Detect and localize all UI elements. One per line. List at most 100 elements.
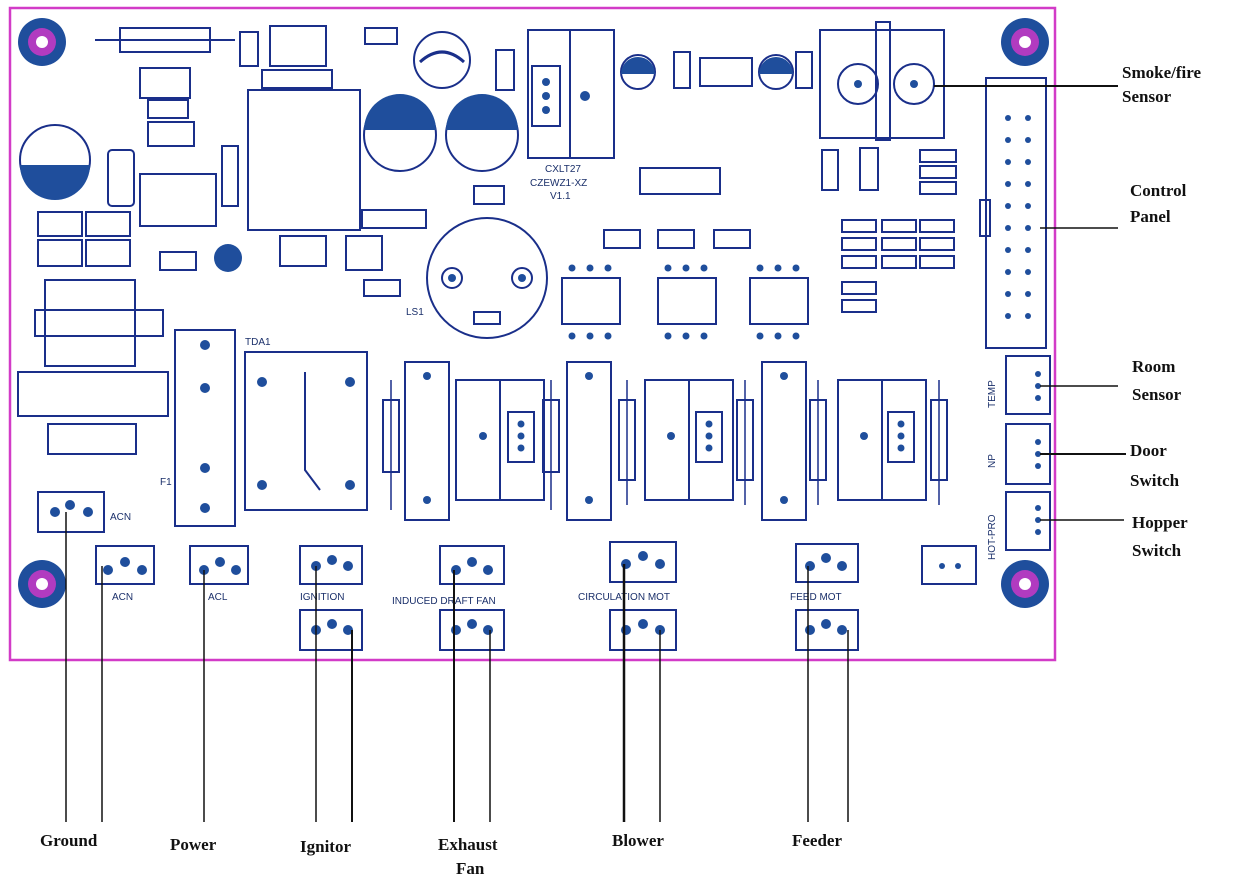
label-room-sensor-line1: Room <box>1132 357 1175 376</box>
component-c9 <box>495 49 515 91</box>
header-pins <box>1005 115 1031 319</box>
component-c10 <box>345 235 383 271</box>
component-r9 <box>364 27 398 45</box>
component-rp <box>363 279 401 297</box>
capacitor-c2 <box>19 124 91 200</box>
label-ground: Ground <box>40 831 98 850</box>
resistor-c17 <box>881 255 917 269</box>
capacitor-c11 <box>620 54 656 90</box>
capacitor-c13 <box>758 54 794 90</box>
silk-induced-draft-fan: INDUCED DRAFT FAN <box>392 596 496 607</box>
capacitor-c8 <box>445 94 519 172</box>
component-vr-wide <box>17 371 169 417</box>
silk-ls: LS1 <box>406 307 424 318</box>
resistor-r19 <box>841 237 877 251</box>
silk-acn: ACN <box>112 592 133 603</box>
resistor-r16 <box>881 219 917 233</box>
connector-acn-top <box>37 491 105 533</box>
component-r11 <box>473 185 505 205</box>
resistor-r12 <box>919 149 957 163</box>
silk-board-name: CXLT27 <box>545 164 581 175</box>
silk-tda: TDA1 <box>245 337 271 348</box>
component-vr1 <box>47 423 137 455</box>
optocoupler-bottom <box>279 235 327 267</box>
capacitor-c7 <box>363 94 437 172</box>
capacitor-c1 <box>413 31 471 89</box>
buzzer-ls1 <box>426 217 548 339</box>
connector-ignition <box>299 545 363 651</box>
board-outline <box>8 6 1057 662</box>
mounting-hole-bottom-right <box>1001 560 1049 608</box>
silk-board-model: CZEWZ1-XZ <box>530 178 587 189</box>
label-control-panel-line1: Control <box>1130 181 1187 200</box>
silk-board-version: V1.1 <box>550 191 571 202</box>
ic-u1 <box>139 173 217 227</box>
component-c12 <box>673 51 691 89</box>
mounting-hole-bottom-left <box>18 560 66 608</box>
component-l1 <box>699 57 753 87</box>
label-control-panel-line2: Panel <box>1130 207 1171 226</box>
resistor-r21 <box>603 229 641 249</box>
component-c6 <box>221 145 239 207</box>
connector-temp <box>1005 355 1051 415</box>
resistor-r13 <box>919 165 957 179</box>
component-c14 <box>795 51 813 89</box>
resistor-r7 <box>95 27 235 53</box>
mounting-hole-top-left <box>18 18 66 66</box>
label-smoke-sensor-line1: Smoke/fire <box>1122 63 1201 82</box>
component-r2 <box>107 149 135 207</box>
component-d2 <box>147 121 195 147</box>
label-feeder: Feeder <box>792 831 842 850</box>
component-r1 <box>147 99 189 119</box>
silk-ignition: IGNITION <box>300 592 344 603</box>
label-exhaust-fan-line1: Exhaust <box>438 835 498 854</box>
ic-u6 <box>639 167 721 195</box>
triac-section-2 <box>542 361 734 521</box>
connector-acn <box>95 545 155 585</box>
connector-rw4 <box>921 545 977 585</box>
diode-block-d1-d4 <box>37 211 131 267</box>
label-blower: Blower <box>612 831 664 850</box>
label-ignitor: Ignitor <box>300 837 351 856</box>
label-power: Power <box>170 835 217 854</box>
label-hopper-switch-line1: Hopper <box>1132 513 1188 532</box>
silk-f1: F1 <box>160 477 172 488</box>
component-c3 <box>139 67 191 99</box>
control-panel-header-p1 <box>979 77 1047 349</box>
label-hopper-switch-line2: Switch <box>1132 541 1182 560</box>
optocoupler-q5 <box>749 264 809 340</box>
triac-section-3 <box>736 361 948 521</box>
label-door-switch-line1: Door <box>1130 441 1167 460</box>
component-c16 <box>821 149 839 191</box>
component-c4 <box>159 251 197 271</box>
optocoupler-q3 <box>561 264 621 340</box>
component-vr-block <box>44 279 136 367</box>
silk-temp: TEMP <box>987 380 998 408</box>
capacitor-c5 <box>214 244 242 272</box>
optocoupler-top <box>269 25 327 67</box>
resistor-r15 <box>881 237 917 251</box>
resistor-r14 <box>919 181 957 195</box>
silk-acl: ACL <box>208 592 228 603</box>
resistor-c20 <box>841 255 877 269</box>
component-c15 <box>239 31 259 67</box>
resistor-r18 <box>841 219 877 233</box>
resistor-r23 <box>713 229 751 249</box>
component-c5-top <box>261 69 333 89</box>
resistor-r17 <box>919 237 955 251</box>
resistor-r15b <box>919 219 955 233</box>
label-door-switch-line2: Switch <box>1130 471 1180 490</box>
resistor-c18 <box>919 255 955 269</box>
component-r4 <box>361 209 427 229</box>
fuse-holder-f1 <box>174 329 236 527</box>
silk-acn-top: ACN <box>110 512 131 523</box>
label-exhaust-fan-line2: Fan <box>456 859 485 878</box>
resistor-r22 <box>657 229 695 249</box>
connector-np <box>1005 423 1051 485</box>
resistor-r20 <box>841 281 877 295</box>
connector-acl <box>189 545 249 585</box>
silk-feed-mot: FEED MOT <box>790 592 842 603</box>
terminal-block-p3 <box>819 21 945 141</box>
